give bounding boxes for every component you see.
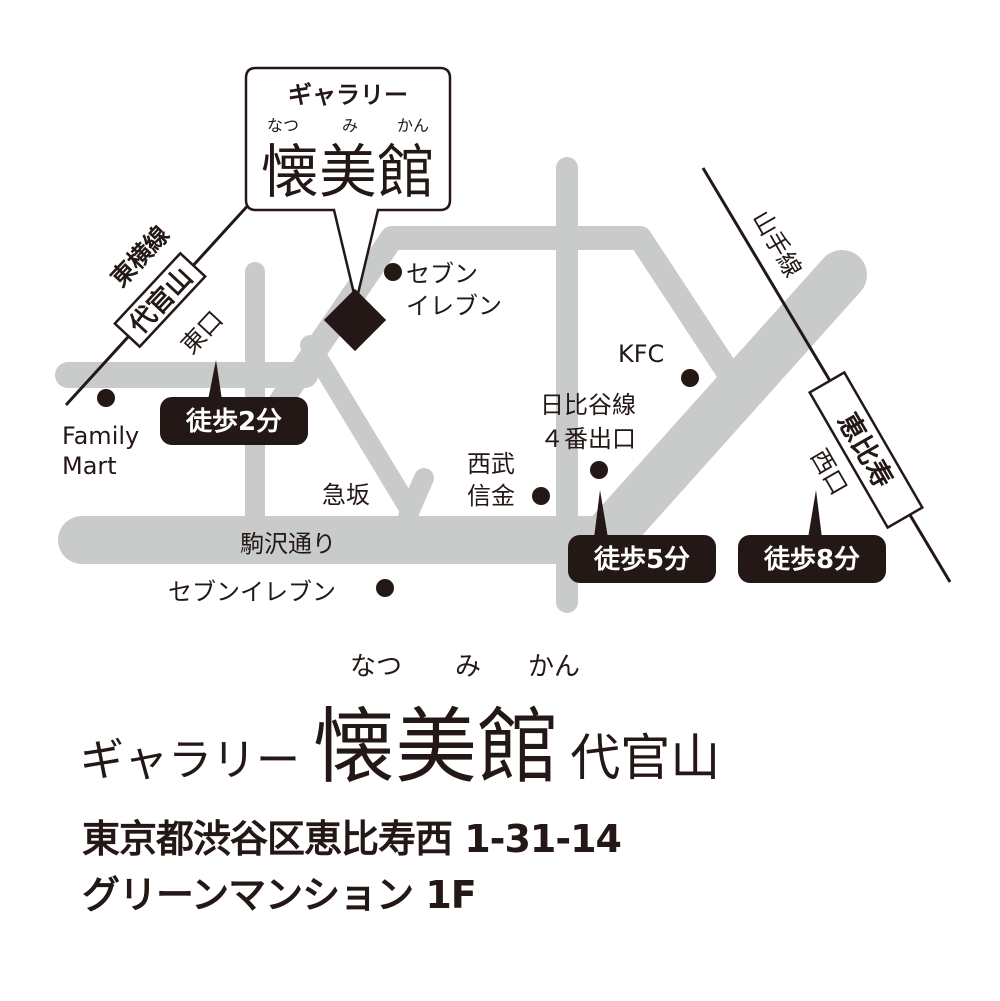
family-mart-label-2: Mart (62, 452, 117, 480)
road-upper-loop (256, 226, 742, 432)
roads (55, 157, 867, 613)
komazawa-dori-label: 駒沢通り (240, 530, 336, 558)
footer-ruby-1: なつ (350, 652, 403, 682)
seven-eleven-top-dot (384, 263, 402, 281)
callout-gallery-label: ギャラリー (288, 81, 408, 109)
gallery-callout (244, 66, 452, 303)
badge-text: 徒歩2分 (185, 407, 282, 437)
hibiya-exit-dot (590, 461, 608, 479)
seibu-shinkin-label-2: 信金 (467, 482, 515, 510)
callout-gallery-name: 懐美館 (261, 138, 435, 206)
hibiya-exit-label-2: ４番出口 (540, 425, 636, 453)
yamanote-line-label: 山手線 (747, 206, 807, 282)
seven-eleven-top-label-1: セブン (406, 260, 478, 288)
callout-ruby-3: かん (397, 116, 429, 135)
footer-gallery-prefix: ギャラリー (80, 735, 300, 786)
family-mart-dot (97, 389, 115, 407)
footer-ruby-3: かん (528, 652, 581, 682)
footer-title: ギャラリー 懐美館 代官山 (80, 680, 720, 799)
seven-eleven-bottom-dot (376, 579, 394, 597)
walk-badge-2min: 徒歩2分 (160, 360, 308, 445)
badge-background (160, 397, 308, 445)
kyuzaka-label: 急坂 (322, 481, 370, 509)
ebisu-station-box (807, 370, 925, 530)
seven-eleven-top-label-2: イレブン (406, 292, 502, 320)
gallery-location-marker (323, 288, 387, 352)
family-mart-label-1: Family (62, 422, 139, 450)
address-line-1: 東京都渋谷区恵比寿西 1-31-14 (82, 817, 622, 861)
address-line-2: グリーンマンション 1F (82, 873, 477, 917)
walk-badge-5min: 徒歩5分 (568, 490, 716, 583)
badge-pointer (808, 490, 822, 538)
road-komazawa-diagonal (575, 250, 867, 570)
callout-ruby-2: み (342, 116, 358, 135)
daikanyama-station-box (113, 251, 207, 349)
badge-text: 徒歩8分 (763, 545, 860, 575)
badge-background (568, 535, 716, 583)
kfc-dot (681, 369, 699, 387)
footer-gallery-branch: 代官山 (570, 729, 721, 787)
kfc-label: KFC (618, 340, 664, 368)
footer-gallery-name: 懐美館 (313, 700, 560, 795)
walk-badge-8min: 徒歩8分 (738, 490, 886, 583)
seibu-shinkin-label-1: 西武 (467, 450, 515, 478)
daikanyama-east-exit-label: 東口 (176, 305, 229, 359)
badge-pointer (594, 490, 608, 538)
callout-ruby-1: なつ (267, 116, 299, 135)
hibiya-exit-label-1: 日比谷線 (540, 391, 636, 419)
seven-eleven-bottom-label: セブンイレブン (168, 578, 336, 606)
badge-text: 徒歩5分 (593, 545, 690, 575)
footer-ruby-2: み (455, 652, 482, 682)
map: ギャラリー なつ み かん 懐美館 代官山 東横線 東口 恵比寿 山手線 西口 … (55, 66, 952, 613)
badge-background (738, 535, 886, 583)
seibu-shinkin-dot (532, 487, 550, 505)
badge-pointer (208, 360, 222, 400)
